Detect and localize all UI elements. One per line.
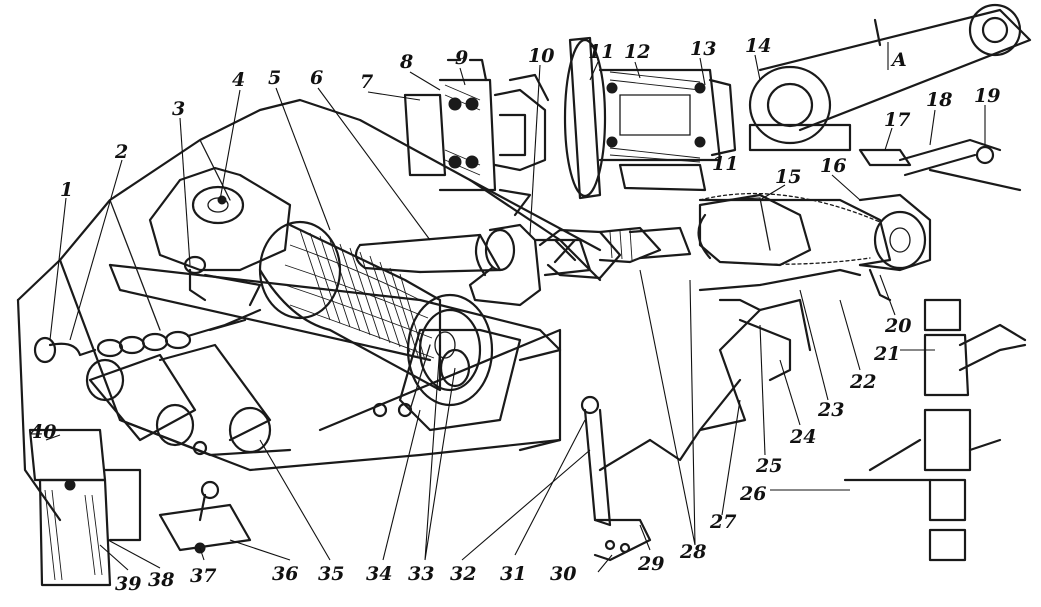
label-20: 20 <box>884 315 911 337</box>
label-12: 12 <box>624 41 650 63</box>
chain-drive-housing <box>697 192 892 267</box>
label-37: 37 <box>190 565 216 587</box>
label-2: 2 <box>114 141 128 163</box>
label-28: 28 <box>679 541 706 563</box>
label-31: 31 <box>500 563 526 585</box>
drum-bracket <box>372 328 522 432</box>
label-21: 21 <box>873 343 900 365</box>
label-32: 32 <box>450 563 476 585</box>
rope-rollers <box>85 343 292 457</box>
label-17: 17 <box>884 109 910 131</box>
label-13: 13 <box>690 38 716 60</box>
base-frame <box>16 98 602 522</box>
label-33: 33 <box>408 563 434 585</box>
label-6: 6 <box>310 67 323 89</box>
label-4: 4 <box>232 69 245 91</box>
label-8: 8 <box>399 51 413 73</box>
label-30: 30 <box>550 563 576 585</box>
part-labels: 1 2 3 4 5 6 7 8 9 10 11 12 13 14 11 15 1… <box>30 35 1000 595</box>
bearing-detail-center <box>563 36 737 200</box>
brake-bracket <box>183 255 262 307</box>
label-11-chain: 11 <box>712 153 738 175</box>
label-39: 39 <box>115 573 141 595</box>
gearbox-housing <box>148 166 292 272</box>
leader-lines <box>45 42 986 573</box>
label-25: 25 <box>755 455 782 477</box>
sectioned-hub <box>28 428 142 587</box>
chain-and-hook <box>33 308 262 364</box>
label-5: 5 <box>268 67 281 89</box>
label-1: 1 <box>60 179 73 201</box>
label-23: 23 <box>817 399 844 421</box>
universal-joint <box>538 226 692 280</box>
label-7: 7 <box>360 71 373 93</box>
label-40: 40 <box>30 421 56 443</box>
label-16: 16 <box>820 155 846 177</box>
sprocket-unit <box>748 3 1032 152</box>
view-marker-a: A <box>890 49 907 71</box>
label-15: 15 <box>775 166 801 188</box>
lever-arm <box>858 138 1022 192</box>
label-34: 34 <box>366 563 392 585</box>
winch-drum <box>258 220 494 407</box>
shift-lever <box>580 395 652 562</box>
label-3: 3 <box>172 98 185 120</box>
bearing-detail-left <box>403 58 550 217</box>
label-11-top: 11 <box>588 41 614 63</box>
label-29: 29 <box>637 553 664 575</box>
label-27: 27 <box>709 511 736 533</box>
control-linkage <box>598 268 862 472</box>
label-18: 18 <box>926 89 952 111</box>
drive-shaft-section <box>354 223 592 307</box>
coupling-right <box>843 298 1027 562</box>
label-22: 22 <box>849 371 876 393</box>
label-24: 24 <box>789 426 816 448</box>
label-36: 36 <box>272 563 298 585</box>
label-10: 10 <box>528 45 554 67</box>
label-35: 35 <box>318 563 344 585</box>
label-9: 9 <box>455 47 468 69</box>
label-38: 38 <box>148 569 174 591</box>
label-14: 14 <box>745 35 771 57</box>
label-19: 19 <box>974 85 1000 107</box>
label-26: 26 <box>739 483 766 505</box>
output-sprocket <box>858 193 932 302</box>
